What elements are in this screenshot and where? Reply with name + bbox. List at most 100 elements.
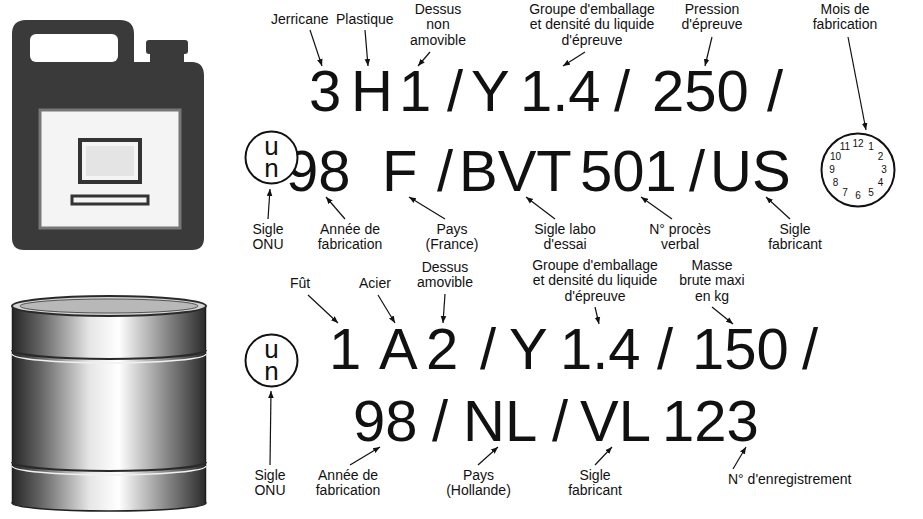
dial-number: 11 bbox=[840, 142, 850, 152]
leader-line bbox=[378, 295, 395, 323]
callout-label: Dessus non amovible bbox=[403, 2, 473, 48]
marking-code: / bbox=[802, 320, 818, 378]
leader-line bbox=[308, 295, 338, 323]
callout-label: Dessus amovible bbox=[410, 260, 480, 291]
marking-code: / bbox=[689, 142, 705, 200]
un-letters: u n bbox=[262, 136, 280, 179]
leader-line bbox=[365, 30, 368, 66]
callout-label: Acier bbox=[359, 276, 391, 291]
callout-label: Groupe d'emballage et densité du liquide… bbox=[522, 2, 662, 48]
un-symbol: u n bbox=[244, 333, 299, 388]
marking-code: 1 bbox=[399, 62, 431, 120]
marking-code: 2 bbox=[426, 320, 458, 378]
callout-label: Plastique bbox=[336, 12, 394, 27]
dial-number: 1 bbox=[868, 142, 874, 152]
callout-label: Masse brute maxi en kg bbox=[677, 258, 747, 304]
marking-code: 150 bbox=[692, 320, 789, 378]
callout-label: N° d'enregistrement bbox=[728, 472, 851, 487]
jerrican-label-inner bbox=[86, 146, 134, 176]
dial-number: 8 bbox=[833, 178, 839, 188]
marking-code: Y bbox=[471, 62, 510, 120]
dial-number: 7 bbox=[842, 188, 848, 198]
leader-line bbox=[409, 197, 445, 219]
leader-line bbox=[310, 30, 322, 66]
marking-code: 1 bbox=[329, 320, 361, 378]
leader-line bbox=[326, 197, 345, 219]
marking-code: 98 bbox=[353, 392, 418, 450]
drum-body bbox=[12, 306, 206, 503]
marking-code: / bbox=[657, 320, 673, 378]
leader-lines bbox=[268, 30, 872, 469]
marking-code: A bbox=[379, 320, 418, 378]
marking-code: 3 bbox=[309, 62, 341, 120]
drum-rib bbox=[12, 462, 206, 471]
marking-code: H bbox=[351, 62, 393, 120]
marking-code: / bbox=[614, 62, 630, 120]
leader-line bbox=[270, 391, 271, 465]
callout-label: Sigle fabricant bbox=[559, 468, 631, 499]
marking-code: / bbox=[767, 62, 783, 120]
callout-label: Pays (France) bbox=[420, 222, 484, 253]
callout-label: Année de fabrication bbox=[308, 468, 388, 499]
marking-code: / bbox=[480, 320, 496, 378]
leader-line bbox=[526, 197, 555, 219]
marking-code: BVT bbox=[459, 142, 572, 200]
drum-rib bbox=[12, 350, 206, 359]
drum-edge bbox=[205, 306, 207, 503]
drum-top bbox=[12, 296, 206, 316]
dial-number: 4 bbox=[878, 178, 884, 188]
leader-line bbox=[268, 189, 270, 219]
callout-label: Sigle ONU bbox=[243, 222, 293, 253]
marking-code: Y bbox=[509, 320, 548, 378]
circle-outline bbox=[246, 335, 298, 387]
dial-number: 3 bbox=[881, 165, 887, 175]
un-symbol: u n bbox=[244, 130, 299, 185]
jerrican-label-bar bbox=[72, 196, 148, 204]
jerrican-illustration bbox=[12, 20, 204, 250]
drum-rib bbox=[12, 466, 206, 475]
callout-label: Année de fabrication bbox=[310, 222, 390, 253]
drum-illustration bbox=[12, 296, 206, 511]
marking-code: 1.4 bbox=[520, 62, 601, 120]
marking-code: / bbox=[432, 392, 448, 450]
callout-label: Groupe d'emballage et densité du liquide… bbox=[525, 258, 665, 304]
dial-number: 6 bbox=[855, 191, 861, 201]
jerrican-cap bbox=[146, 40, 188, 54]
callout-label: Mois de fabrication bbox=[806, 2, 884, 33]
jerrican-body bbox=[12, 20, 204, 250]
drum-edge bbox=[12, 306, 14, 503]
callout-label: Sigle ONU bbox=[245, 468, 295, 499]
callout-label: Pression d'épreuve bbox=[676, 2, 748, 33]
drum-rib bbox=[12, 354, 206, 363]
callout-label: Sigle fabricant bbox=[759, 222, 831, 253]
jerrican-label-frame bbox=[80, 140, 140, 182]
callout-label: Fût bbox=[290, 276, 310, 291]
leader-line bbox=[733, 447, 746, 469]
marking-code: VL bbox=[580, 392, 651, 450]
marking-code: US bbox=[710, 142, 791, 200]
circle-outline bbox=[822, 134, 895, 207]
dial-number: 12 bbox=[852, 139, 863, 149]
callout-label: N° procès verbal bbox=[643, 222, 717, 253]
marking-code: NL bbox=[463, 392, 537, 450]
leader-line bbox=[641, 197, 672, 219]
circle-outline bbox=[246, 132, 298, 184]
dial-number: 5 bbox=[868, 188, 874, 198]
dial-number: 2 bbox=[878, 152, 884, 162]
marking-code: / bbox=[552, 392, 568, 450]
month-dial: 121234567891011 bbox=[820, 132, 896, 208]
leader-line bbox=[766, 197, 790, 219]
callout-label: Sigle labo d'essai bbox=[523, 222, 607, 253]
marking-code: 1.4 bbox=[560, 320, 641, 378]
marking-code: 250 bbox=[652, 62, 749, 120]
dial-number: 10 bbox=[830, 152, 841, 162]
marking-code: 123 bbox=[662, 392, 759, 450]
jerrican-handle-hole bbox=[30, 34, 118, 62]
leader-line bbox=[848, 37, 866, 130]
drum-top-inner bbox=[20, 299, 198, 313]
callout-label: Pays (Hollande) bbox=[441, 468, 516, 499]
marking-code: F bbox=[382, 142, 417, 200]
leader-line bbox=[443, 294, 445, 323]
jerrican-label-panel bbox=[40, 110, 180, 228]
